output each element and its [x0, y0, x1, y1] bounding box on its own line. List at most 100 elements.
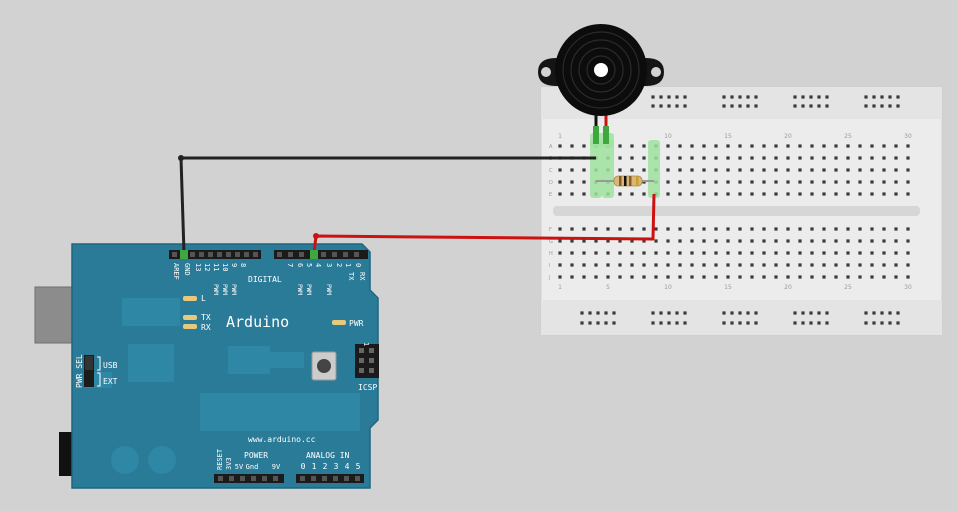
reset-button-cap[interactable] [317, 359, 331, 373]
header-pin[interactable] [343, 252, 348, 257]
breadboard-hole [606, 275, 610, 279]
rail-hole [809, 95, 813, 99]
breadboard-hole [738, 263, 742, 267]
led-tx [183, 315, 197, 320]
breadboard-hole [582, 275, 586, 279]
pwr-sel-jumper[interactable] [84, 355, 94, 387]
breadboard-hole [558, 144, 562, 148]
led-tx-label: TX [201, 313, 211, 322]
header-pin[interactable] [199, 252, 204, 257]
resistor-band-4 [636, 176, 639, 186]
breadboard-hole [870, 227, 874, 231]
breadboard-hole [906, 144, 910, 148]
breadboard-hole [906, 263, 910, 267]
breadboard-hole [858, 275, 862, 279]
breadboard-hole [702, 239, 706, 243]
rail-hole [825, 104, 829, 108]
breadboard-hole [666, 192, 670, 196]
header-pin[interactable] [218, 476, 223, 481]
icsp-pin [359, 368, 364, 373]
rail-hole [896, 104, 900, 108]
breadboard-hole [618, 192, 622, 196]
rail-hole [872, 311, 876, 315]
column-number: 25 [844, 133, 852, 140]
column-number: 20 [784, 133, 792, 140]
header-pin[interactable] [321, 252, 326, 257]
breadboard-hole [678, 192, 682, 196]
rail-hole [604, 311, 608, 315]
breadboard-hole [678, 144, 682, 148]
header-pin[interactable] [208, 252, 213, 257]
pcb-component-2 [228, 346, 270, 374]
highlight-col-a [590, 140, 602, 198]
breadboard-hole [726, 275, 730, 279]
breadboard-hole [582, 251, 586, 255]
header-pin[interactable] [235, 252, 240, 257]
header-pin[interactable] [332, 252, 337, 257]
breadboard-hole [810, 168, 814, 172]
header-pin[interactable] [288, 252, 293, 257]
breadboard-hole [738, 168, 742, 172]
analog-pin-label: 0 [301, 462, 306, 471]
header-pin[interactable] [229, 476, 234, 481]
breadboard-hole [810, 239, 814, 243]
breadboard-hole [798, 227, 802, 231]
header-pin[interactable] [262, 476, 267, 481]
breadboard-hole [858, 144, 862, 148]
breadboard-hole [570, 227, 574, 231]
icsp-pin [369, 358, 374, 363]
header-pin[interactable] [300, 476, 305, 481]
header-pin[interactable] [299, 252, 304, 257]
breadboard-hole [762, 239, 766, 243]
rail-hole [604, 321, 608, 325]
rail-hole [612, 311, 616, 315]
analog-pin-label: 2 [323, 462, 328, 471]
breadboard-hole [690, 251, 694, 255]
rail-hole [659, 104, 663, 108]
rail-hole [675, 321, 679, 325]
breadboard-hole [714, 156, 718, 160]
breadboard-hole [846, 180, 850, 184]
breadboard-hole [642, 192, 646, 196]
breadboard-hole [906, 251, 910, 255]
rail-hole [683, 104, 687, 108]
breadboard-hole [858, 168, 862, 172]
header-pin[interactable] [251, 476, 256, 481]
header-pin[interactable] [190, 252, 195, 257]
breadboard-hole [582, 239, 586, 243]
header-pin[interactable] [344, 476, 349, 481]
breadboard-hole [774, 156, 778, 160]
rail-hole [809, 311, 813, 315]
breadboard-hole [726, 180, 730, 184]
breadboard-hole [570, 263, 574, 267]
rail-hole [801, 104, 805, 108]
breadboard-hole [714, 251, 718, 255]
header-pin[interactable] [172, 252, 177, 257]
pin-label: 10 [221, 263, 229, 271]
row-letter: J [548, 275, 550, 281]
header-pin[interactable] [244, 252, 249, 257]
breadboard-hole [726, 239, 730, 243]
header-pin[interactable] [355, 476, 360, 481]
header-pin[interactable] [240, 476, 245, 481]
breadboard-hole [906, 168, 910, 172]
breadboard-hole [834, 227, 838, 231]
header-pin[interactable] [311, 476, 316, 481]
header-pin[interactable] [277, 252, 282, 257]
header-pin[interactable] [273, 476, 278, 481]
rail-hole [896, 95, 900, 99]
breadboard-hole [618, 251, 622, 255]
header-pin[interactable] [226, 252, 231, 257]
header-pin[interactable] [354, 252, 359, 257]
header-pin[interactable] [322, 476, 327, 481]
header-pin[interactable] [217, 252, 222, 257]
header-pin[interactable] [253, 252, 258, 257]
breadboard-hole [762, 227, 766, 231]
breadboard-hole [702, 263, 706, 267]
breadboard-hole [558, 239, 562, 243]
digital-label: DIGITAL [248, 275, 282, 284]
header-pin[interactable] [333, 476, 338, 481]
breadboard-hole [762, 180, 766, 184]
wire-red-bend [313, 233, 319, 239]
